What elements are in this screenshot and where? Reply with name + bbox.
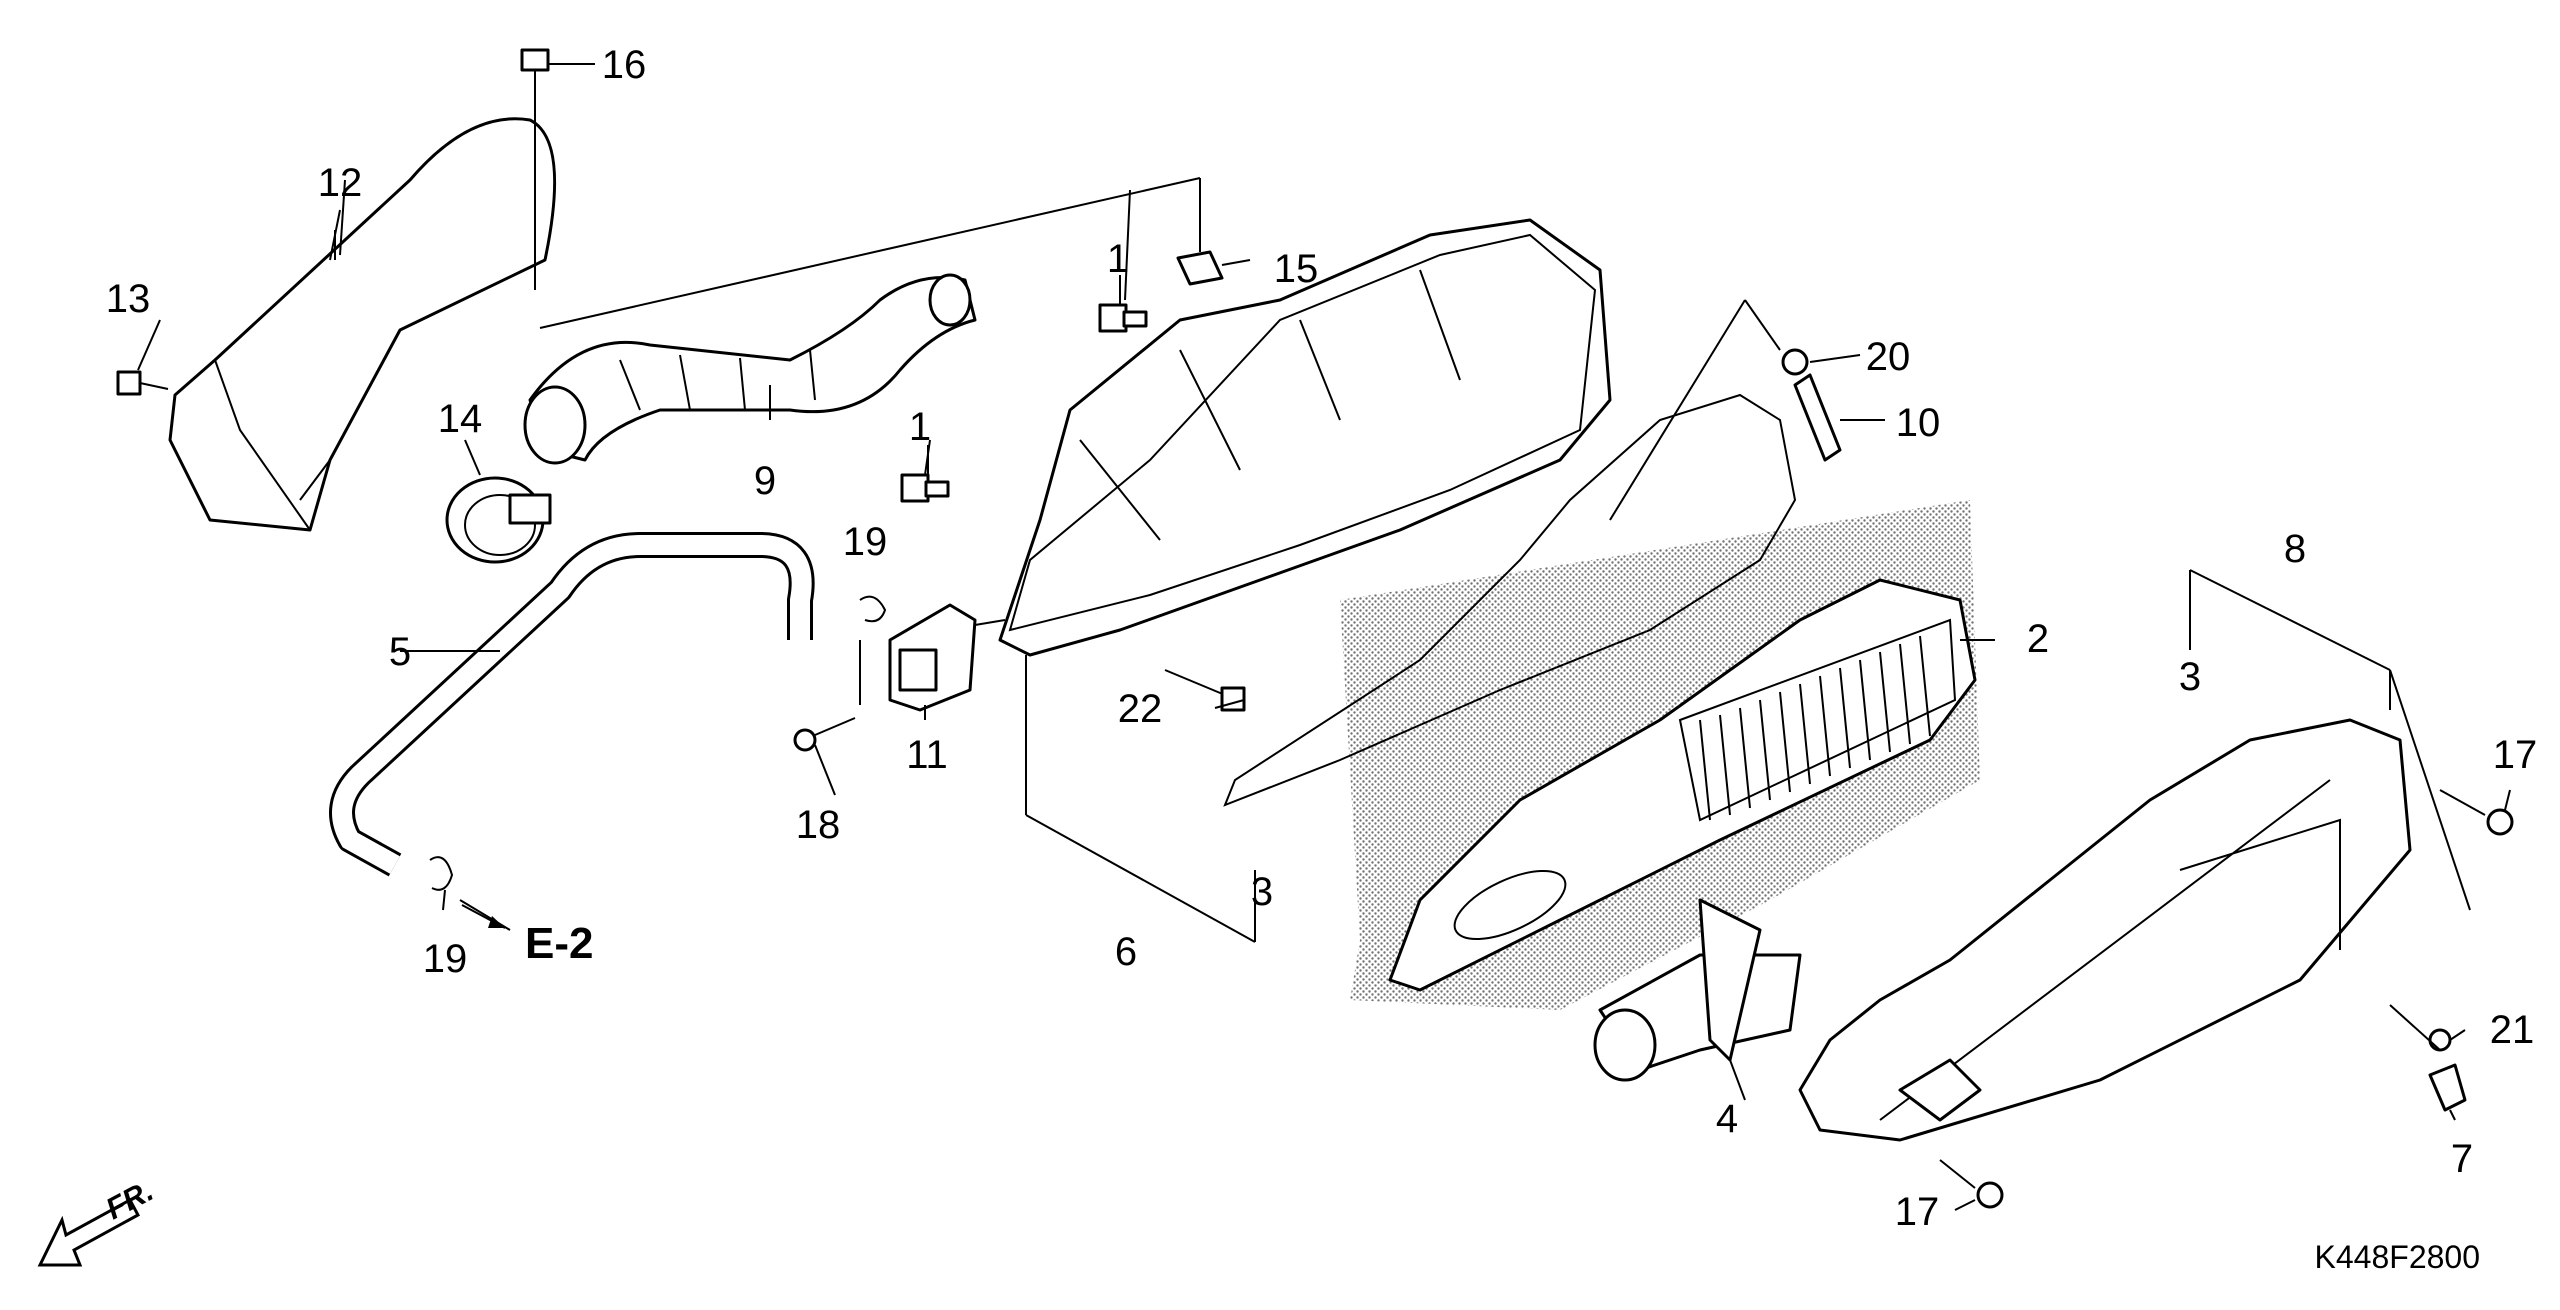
- bolt-icon[interactable]: [1098, 303, 1148, 333]
- drain-plug-icon[interactable]: [2428, 1063, 2467, 1112]
- clip-icon[interactable]: [1781, 348, 1809, 376]
- callout-label: 6: [1115, 930, 1137, 974]
- callout-label: 1: [1107, 237, 1129, 281]
- callout-label: 10: [1896, 401, 1941, 445]
- callout-label: 3: [2179, 655, 2201, 699]
- screw-icon[interactable]: [793, 717, 856, 752]
- intake-duct-part[interactable]: [1593, 898, 1802, 1082]
- clip-icon[interactable]: [859, 595, 887, 623]
- filter-element-part[interactable]: [1388, 578, 1977, 992]
- front-arrow-icon: [37, 1197, 141, 1267]
- seal-gasket-part[interactable]: [1223, 393, 1797, 807]
- duct-cover-part[interactable]: [168, 117, 557, 532]
- callout-label: 4: [1716, 1097, 1738, 1141]
- callout-label: 15: [1274, 247, 1319, 291]
- screw-icon[interactable]: [1939, 1159, 2004, 1209]
- air-cleaner-case-part[interactable]: [998, 218, 1612, 657]
- callout-label: 8: [2284, 527, 2306, 571]
- connecting-tube-part[interactable]: [523, 273, 977, 465]
- bolt-icon[interactable]: [520, 48, 550, 110]
- bolt-icon[interactable]: [1164, 669, 1246, 712]
- reference-arrow: [461, 904, 506, 929]
- drain-tube-part[interactable]: [1793, 373, 1842, 462]
- callout-label: 17: [1895, 1190, 1940, 1234]
- callout-label: 18: [796, 803, 841, 847]
- callout-label: 22: [1118, 687, 1163, 731]
- callout-label: 17: [2493, 733, 2538, 777]
- callout-label: 19: [423, 937, 468, 981]
- clip-icon[interactable]: [2428, 1028, 2452, 1052]
- leader-lines: [137, 63, 2511, 1211]
- callout-label: 1: [909, 405, 931, 449]
- callout-label: 11: [906, 733, 948, 777]
- screw-icon[interactable]: [2439, 789, 2514, 836]
- figure-code: K448F2800: [2315, 1239, 2480, 1275]
- bolt-icon[interactable]: [900, 473, 950, 503]
- screw-icon[interactable]: [116, 370, 169, 396]
- reference-label: E-2: [525, 919, 593, 968]
- callout-label: 12: [318, 161, 363, 205]
- clip-icon[interactable]: [429, 856, 454, 891]
- callout-label: 2: [2027, 617, 2049, 661]
- callout-label: 7: [2451, 1137, 2473, 1181]
- callout-label: 9: [754, 459, 776, 503]
- callout-label: 16: [602, 43, 647, 87]
- callout-label: 19: [843, 520, 888, 564]
- callout-label: 20: [1866, 335, 1911, 379]
- callout-label: 21: [2490, 1008, 2535, 1052]
- breather-tube-part[interactable]: [329, 532, 815, 877]
- callout-label: 13: [106, 277, 151, 321]
- callout-label: 14: [438, 397, 483, 441]
- sensor-part[interactable]: [888, 603, 1006, 712]
- callout-label: 3: [1251, 870, 1273, 914]
- clip-nut-icon[interactable]: [1176, 250, 1224, 286]
- air-cleaner-cover-part[interactable]: [1798, 718, 2412, 1142]
- band-clamp-part[interactable]: [445, 476, 552, 564]
- callout-label: 5: [389, 630, 411, 674]
